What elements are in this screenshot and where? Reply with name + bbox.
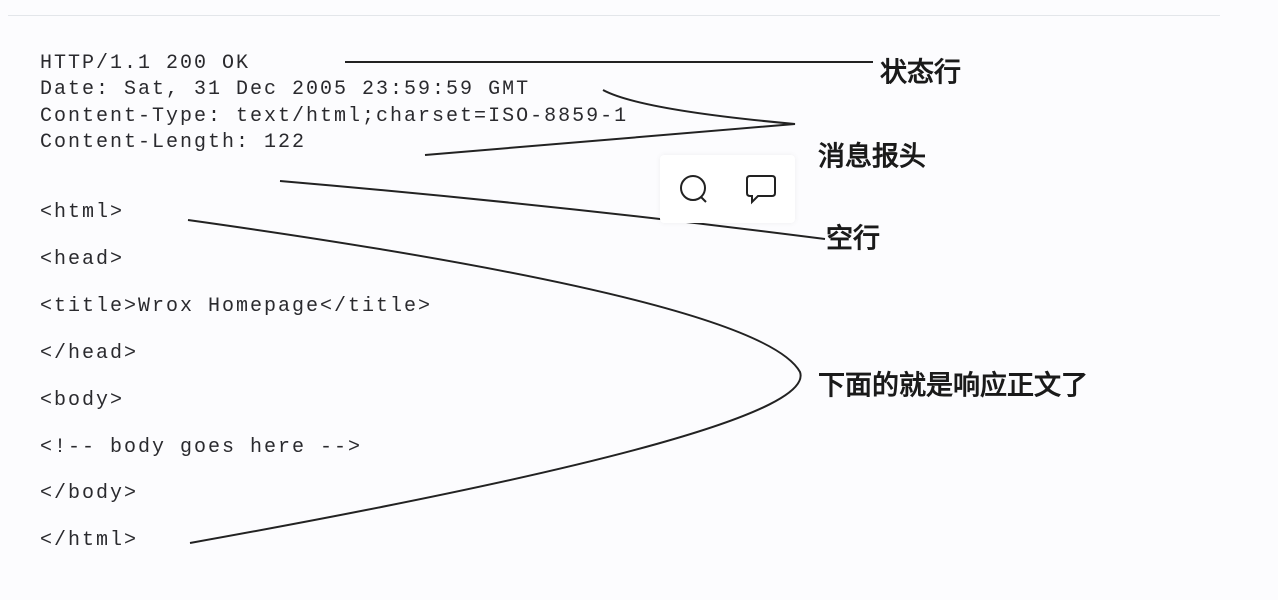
body-line: <title>Wrox Homepage</title> xyxy=(40,295,433,318)
top-divider xyxy=(8,15,1220,16)
label-blank-line: 空行 xyxy=(826,223,880,255)
body-line: <head> xyxy=(40,248,125,271)
body-line: </body> xyxy=(40,482,139,505)
body-bracket xyxy=(187,219,802,544)
header-content-length: Content-Length: 122 xyxy=(40,131,307,154)
body-line: <!-- body goes here --> xyxy=(40,436,363,459)
body-line: <body> xyxy=(40,389,125,412)
header-content-type: Content-Type: text/html;charset=ISO-8859… xyxy=(40,105,629,128)
blank-line-pointer xyxy=(279,180,826,240)
body-line: </head> xyxy=(40,342,139,365)
body-line: </html> xyxy=(40,529,139,552)
comment-icon[interactable] xyxy=(744,172,778,206)
floating-toolbar xyxy=(660,155,795,223)
status-line-text: HTTP/1.1 200 OK xyxy=(40,52,251,75)
search-icon[interactable] xyxy=(677,172,711,206)
label-status-line: 状态行 xyxy=(880,57,961,89)
label-headers: 消息报头 xyxy=(818,141,926,173)
headers-bracket xyxy=(424,89,796,156)
body-line: <html> xyxy=(40,201,125,224)
label-body: 下面的就是响应正文了 xyxy=(818,370,1088,402)
header-date: Date: Sat, 31 Dec 2005 23:59:59 GMT xyxy=(40,78,531,101)
